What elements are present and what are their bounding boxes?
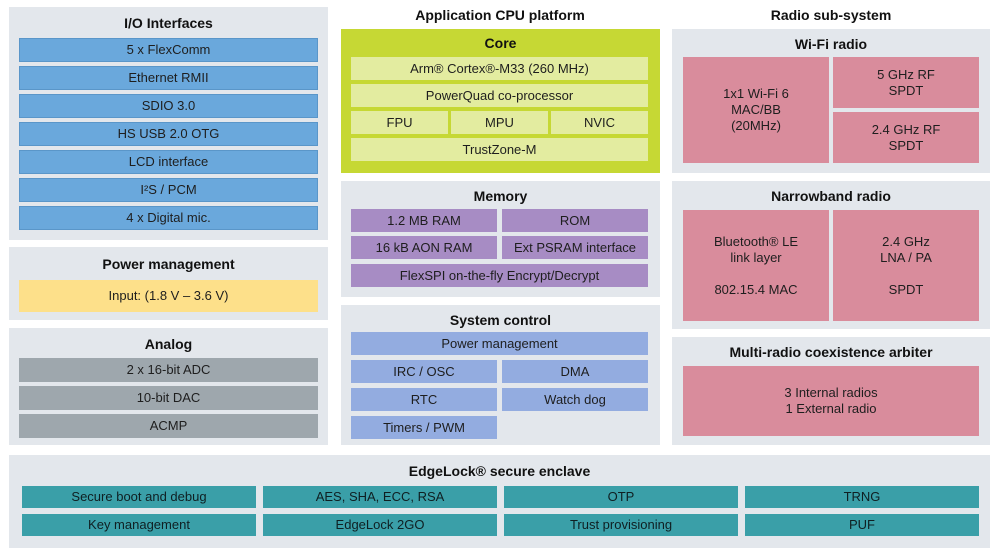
- memory-psram: Ext PSRAM interface: [502, 236, 648, 259]
- wifi-radio-title: Wi-Fi radio: [794, 36, 868, 52]
- edgelock-2go: EdgeLock 2GO: [263, 514, 497, 536]
- io-item-usb: HS USB 2.0 OTG: [19, 122, 318, 146]
- io-interfaces-title: I/O Interfaces: [124, 15, 213, 31]
- memory-ram: 1.2 MB RAM: [351, 209, 497, 232]
- system-power-management: Power management: [351, 332, 648, 355]
- coexistence-radios: 3 Internal radios 1 External radio: [683, 366, 979, 436]
- wifi-5ghz-rf: 5 GHz RF SPDT: [833, 57, 979, 108]
- edgelock-secure-boot: Secure boot and debug: [22, 486, 256, 508]
- system-control-title: System control: [449, 312, 552, 328]
- analog-panel: Analog 2 x 16-bit ADC 10-bit DAC ACMP: [9, 328, 328, 445]
- io-item-lcd: LCD interface: [19, 150, 318, 174]
- core-trustzone: TrustZone-M: [351, 138, 648, 161]
- edgelock-trng: TRNG: [745, 486, 979, 508]
- analog-item-dac: 10-bit DAC: [19, 386, 318, 410]
- core-fpu: FPU: [351, 111, 448, 134]
- narrowband-ble-link-layer: Bluetooth® LE link layer 802.15.4 MAC: [683, 210, 829, 321]
- power-management-title: Power management: [102, 256, 235, 272]
- memory-panel: Memory 1.2 MB RAM ROM 16 kB AON RAM Ext …: [341, 181, 660, 297]
- edgelock-otp: OTP: [504, 486, 738, 508]
- io-item-flexcomm: 5 x FlexComm: [19, 38, 318, 62]
- system-dma: DMA: [502, 360, 648, 383]
- wifi-24ghz-rf: 2.4 GHz RF SPDT: [833, 112, 979, 163]
- wifi-mac-bb: 1x1 Wi-Fi 6 MAC/BB (20MHz): [683, 57, 829, 163]
- power-input-range: Input: (1.8 V – 3.6 V): [19, 280, 318, 312]
- io-item-ethernet: Ethernet RMII: [19, 66, 318, 90]
- edgelock-puf: PUF: [745, 514, 979, 536]
- narrowband-lna-pa: 2.4 GHz LNA / PA SPDT: [833, 210, 979, 321]
- edgelock-key-management: Key management: [22, 514, 256, 536]
- system-watchdog: Watch dog: [502, 388, 648, 411]
- edgelock-trust-provisioning: Trust provisioning: [504, 514, 738, 536]
- core-title: Core: [484, 35, 517, 51]
- analog-title: Analog: [144, 336, 193, 352]
- power-management-panel: Power management Input: (1.8 V – 3.6 V): [9, 247, 328, 320]
- core-nvic: NVIC: [551, 111, 648, 134]
- io-interfaces-panel: I/O Interfaces 5 x FlexComm Ethernet RMI…: [9, 7, 328, 240]
- narrowband-radio-panel: Narrowband radio Bluetooth® LE link laye…: [672, 181, 990, 329]
- system-irc-osc: IRC / OSC: [351, 360, 497, 383]
- io-item-digital-mic: 4 x Digital mic.: [19, 206, 318, 230]
- wifi-radio-panel: Wi-Fi radio 1x1 Wi-Fi 6 MAC/BB (20MHz) 5…: [672, 29, 990, 173]
- io-item-i2s: I²S / PCM: [19, 178, 318, 202]
- core-mpu: MPU: [451, 111, 548, 134]
- memory-aon-ram: 16 kB AON RAM: [351, 236, 497, 259]
- edgelock-title: EdgeLock® secure enclave: [408, 463, 591, 479]
- core-panel: Core Arm® Cortex®-M33 (260 MHz) PowerQua…: [341, 29, 660, 173]
- memory-rom: ROM: [502, 209, 648, 232]
- system-control-panel: System control Power management IRC / OS…: [341, 305, 660, 445]
- core-powerquad: PowerQuad co-processor: [351, 84, 648, 107]
- radio-column-title: Radio sub-system: [770, 7, 892, 23]
- analog-item-acmp: ACMP: [19, 414, 318, 438]
- coexistence-arbiter-title: Multi-radio coexistence arbiter: [729, 344, 933, 360]
- coexistence-arbiter-panel: Multi-radio coexistence arbiter 3 Intern…: [672, 337, 990, 445]
- system-timers-pwm: Timers / PWM: [351, 416, 497, 439]
- io-item-sdio: SDIO 3.0: [19, 94, 318, 118]
- system-rtc: RTC: [351, 388, 497, 411]
- analog-item-adc: 2 x 16-bit ADC: [19, 358, 318, 382]
- application-column-title: Application CPU platform: [415, 7, 585, 23]
- memory-flexspi: FlexSPI on-the-fly Encrypt/Decrypt: [351, 264, 648, 287]
- memory-title: Memory: [473, 188, 528, 204]
- core-cpu: Arm® Cortex®-M33 (260 MHz): [351, 57, 648, 80]
- narrowband-radio-title: Narrowband radio: [771, 188, 891, 204]
- edgelock-panel: EdgeLock® secure enclave Secure boot and…: [9, 455, 990, 548]
- edgelock-crypto: AES, SHA, ECC, RSA: [263, 486, 497, 508]
